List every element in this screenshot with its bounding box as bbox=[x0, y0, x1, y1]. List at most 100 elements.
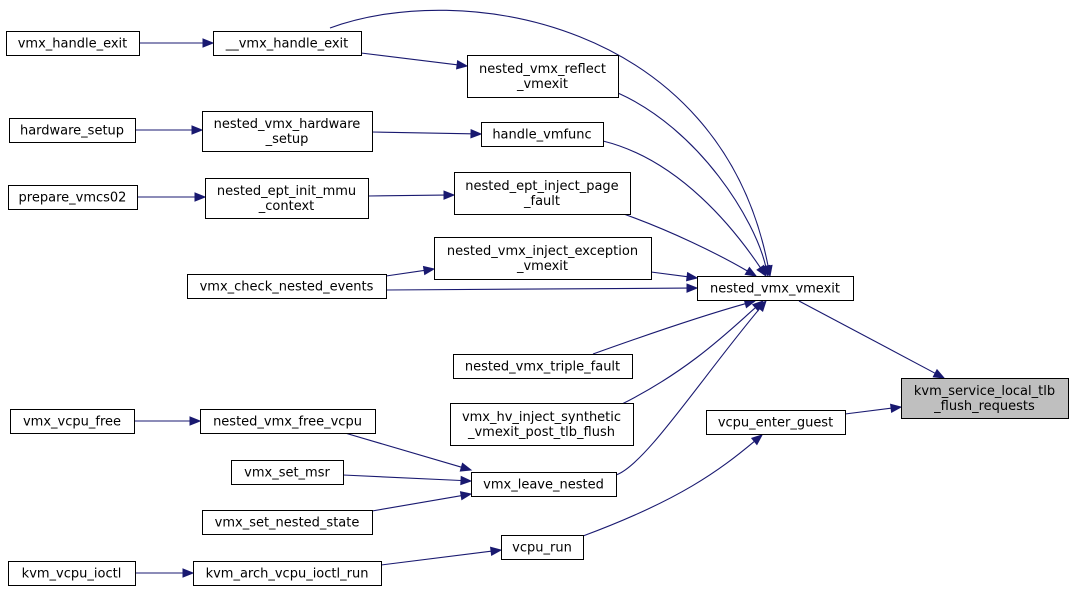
node-vmx-handle-exit[interactable]: vmx_handle_exit bbox=[6, 31, 140, 56]
edge-line bbox=[380, 550, 492, 566]
node-label: nested_ept_init_mmu bbox=[217, 184, 356, 199]
node-box bbox=[6, 31, 140, 56]
edge-line bbox=[592, 303, 746, 355]
node-box bbox=[8, 185, 138, 210]
node-label: nested_vmx_free_vcpu bbox=[213, 415, 362, 430]
node-box bbox=[202, 510, 373, 535]
node-box bbox=[200, 409, 376, 434]
edge-nested-vmx-vmexit-to-root bbox=[798, 300, 946, 379]
node-vmx-handle-exit[interactable]: __vmx_handle_exit bbox=[213, 31, 362, 56]
node-label: kvm_vcpu_ioctl bbox=[22, 567, 122, 582]
node-box bbox=[453, 354, 633, 379]
edge-line bbox=[617, 92, 767, 267]
node-box bbox=[434, 237, 652, 280]
edge-arrowhead bbox=[456, 60, 469, 70]
node-vmx-vcpu-free[interactable]: vmx_vcpu_free bbox=[10, 409, 135, 434]
node-label: nested_ept_inject_page bbox=[465, 179, 618, 194]
edge-vmx-hv-inject-to-nested-vmx-vmexit bbox=[621, 300, 765, 405]
node-handle-vmfunc[interactable]: handle_vmfunc bbox=[481, 122, 604, 147]
node-box bbox=[202, 111, 373, 152]
node-label: vcpu_run bbox=[512, 541, 572, 556]
edge-arrowhead bbox=[459, 462, 473, 472]
node-label: vmx_leave_nested bbox=[483, 478, 604, 493]
node-nested-ept-inject-page-fault[interactable]: nested_ept_inject_page_fault bbox=[454, 172, 631, 215]
edge-kvm-vcpu-ioctl-to-kvm-arch-vcpu-ioctl-run bbox=[135, 568, 195, 578]
edge-arrowhead bbox=[202, 38, 215, 48]
edge-line bbox=[844, 407, 892, 415]
edge-line bbox=[617, 211, 748, 272]
node-label: vmx_set_msr bbox=[244, 466, 330, 481]
edge-nested-ept-inject-page-fault-to-nested-vmx-vmexit bbox=[617, 211, 758, 277]
node-label: prepare_vmcs02 bbox=[19, 191, 127, 206]
edge-kvm-arch-vcpu-ioctl-run-to-vcpu-run bbox=[380, 546, 503, 566]
edge-line bbox=[342, 474, 462, 482]
node-nested-vmx-hardware-setup[interactable]: nested_vmx_hardware_setup bbox=[202, 111, 373, 152]
node-root[interactable]: kvm_service_local_tlb_flush_requests bbox=[901, 378, 1069, 419]
node-vmx-hv-inject[interactable]: vmx_hv_inject_synthetic_vmexit_post_tlb_… bbox=[450, 403, 634, 446]
node-nested-vmx-triple-fault[interactable]: nested_vmx_triple_fault bbox=[453, 354, 633, 379]
node-box bbox=[471, 472, 617, 497]
edge-nested-ept-init-mmu-context-to-nested-ept-inject-page-fault bbox=[367, 190, 456, 200]
edge-nested-vmx-triple-fault-to-nested-vmx-vmexit bbox=[592, 299, 757, 355]
node-box bbox=[467, 55, 619, 98]
edge-line bbox=[385, 269, 425, 277]
edge-line bbox=[582, 440, 755, 537]
edge-arrowhead bbox=[460, 475, 473, 486]
node-label: _vmexit bbox=[516, 259, 568, 274]
node-box bbox=[10, 409, 135, 434]
edge-vmx-check-nested-events-to-nested-vmx-inject-exception bbox=[385, 265, 436, 277]
node-label: _context bbox=[258, 199, 315, 214]
edge-arrowhead bbox=[751, 300, 765, 312]
node-vcpu-enter-guest[interactable]: vcpu_enter_guest bbox=[706, 410, 846, 435]
node-kvm-vcpu-ioctl[interactable]: kvm_vcpu_ioctl bbox=[8, 561, 136, 586]
node-nested-vmx-vmexit[interactable]: nested_vmx_vmexit bbox=[697, 276, 854, 301]
node-label: kvm_arch_vcpu_ioctl_run bbox=[206, 567, 369, 582]
node-label: vmx_check_nested_events bbox=[200, 280, 374, 295]
node-label: _fault bbox=[523, 194, 560, 209]
edge-line bbox=[367, 194, 445, 197]
node-box bbox=[205, 178, 369, 219]
node-vcpu-run[interactable]: vcpu_run bbox=[501, 535, 584, 560]
node-box bbox=[454, 172, 631, 215]
node-box bbox=[8, 561, 136, 586]
node-label: _flush_requests bbox=[933, 399, 1035, 414]
edge-line bbox=[329, 9, 769, 267]
node-label: nested_vmx_inject_exception bbox=[447, 244, 638, 259]
node-label: nested_vmx_hardware bbox=[214, 117, 361, 132]
node-box bbox=[213, 31, 362, 56]
node-label: nested_vmx_vmexit bbox=[710, 282, 840, 297]
edge-vmx-handle-exit-to-nested-vmx-reflect-vmexit bbox=[360, 52, 469, 70]
node-nested-vmx-free-vcpu[interactable]: nested_vmx_free_vcpu bbox=[200, 409, 376, 434]
edge-vcpu-enter-guest-to-root bbox=[844, 403, 903, 415]
node-nested-vmx-reflect-vmexit[interactable]: nested_vmx_reflect_vmexit bbox=[467, 55, 619, 98]
node-label: hardware_setup bbox=[20, 124, 124, 139]
edge-line bbox=[371, 495, 462, 512]
edge-vmx-set-msr-to-vmx-leave-nested bbox=[342, 474, 473, 486]
node-vmx-set-nested-state[interactable]: vmx_set_nested_state bbox=[202, 510, 373, 535]
node-prepare-vmcs02[interactable]: prepare_vmcs02 bbox=[8, 185, 138, 210]
edge-arrowhead bbox=[443, 190, 456, 200]
edge-vmx-leave-nested-to-nested-vmx-vmexit bbox=[615, 299, 767, 476]
edge-vmx-handle-exit-to-nested-vmx-vmexit bbox=[329, 9, 773, 278]
node-box bbox=[450, 403, 634, 446]
node-nested-vmx-inject-exception[interactable]: nested_vmx_inject_exception_vmexit bbox=[434, 237, 652, 280]
node-vmx-leave-nested[interactable]: vmx_leave_nested bbox=[471, 472, 617, 497]
node-nested-ept-init-mmu-context[interactable]: nested_ept_init_mmu_context bbox=[205, 178, 369, 219]
node-box bbox=[706, 410, 846, 435]
node-label: nested_vmx_triple_fault bbox=[465, 360, 620, 375]
node-vmx-set-msr[interactable]: vmx_set_msr bbox=[231, 460, 344, 485]
edge-vmx-check-nested-events-to-nested-vmx-vmexit bbox=[385, 283, 699, 293]
node-kvm-arch-vcpu-ioctl-run[interactable]: kvm_arch_vcpu_ioctl_run bbox=[193, 561, 382, 586]
node-vmx-check-nested-events[interactable]: vmx_check_nested_events bbox=[187, 274, 387, 299]
edge-vcpu-run-to-vcpu-enter-guest bbox=[582, 434, 764, 537]
edge-line bbox=[385, 287, 688, 291]
node-box bbox=[697, 276, 854, 301]
node-hardware-setup[interactable]: hardware_setup bbox=[9, 118, 136, 143]
edge-arrowhead bbox=[763, 264, 773, 278]
node-label: vmx_handle_exit bbox=[18, 37, 128, 52]
edge-line bbox=[621, 307, 756, 405]
edge-prepare-vmcs02-to-nested-ept-init-mmu-context bbox=[137, 192, 207, 202]
nodes: kvm_service_local_tlb_flush_requestsnest… bbox=[6, 31, 1069, 586]
node-box bbox=[193, 561, 382, 586]
